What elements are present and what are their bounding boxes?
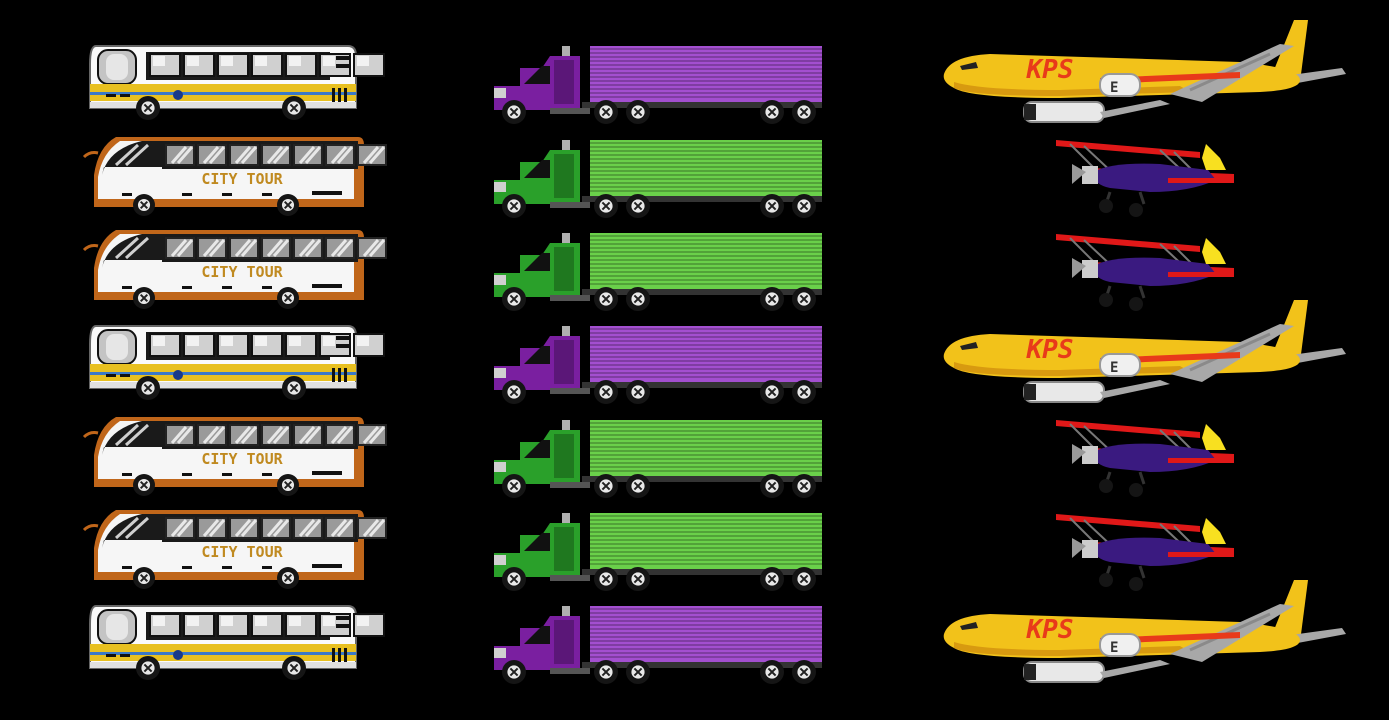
svg-text:E: E xyxy=(1110,80,1118,96)
wheel xyxy=(792,660,816,684)
svg-text:E: E xyxy=(1110,640,1118,656)
wheel xyxy=(594,100,618,124)
wheel xyxy=(792,287,816,311)
wheel xyxy=(792,567,816,591)
wheel xyxy=(792,380,816,404)
wheel xyxy=(760,567,784,591)
tour-bus-sprite: CITY TOUR xyxy=(82,135,387,216)
wheel xyxy=(502,194,526,218)
wheel xyxy=(594,660,618,684)
city-tour-label: CITY TOUR xyxy=(201,450,283,468)
wheel xyxy=(626,567,650,591)
city-bus-sprite xyxy=(86,42,385,120)
semi-truck-sprite xyxy=(490,322,822,406)
city-tour-label: CITY TOUR xyxy=(201,263,283,281)
wheel xyxy=(277,474,299,496)
wheel xyxy=(792,100,816,124)
wheel xyxy=(792,474,816,498)
wheel xyxy=(502,287,526,311)
tour-bus-sprite: CITY TOUR xyxy=(82,415,387,496)
wheel xyxy=(626,194,650,218)
wheel xyxy=(133,474,155,496)
wheel xyxy=(760,194,784,218)
biplane-sprite xyxy=(1050,416,1236,498)
wheel xyxy=(133,287,155,309)
wheel xyxy=(594,194,618,218)
wheel xyxy=(626,474,650,498)
wheel xyxy=(502,474,526,498)
wheel xyxy=(277,287,299,309)
wheel xyxy=(626,660,650,684)
wheel xyxy=(136,376,160,400)
semi-truck-sprite xyxy=(490,136,822,220)
wheel xyxy=(626,287,650,311)
wheel xyxy=(760,660,784,684)
wheel xyxy=(277,194,299,216)
wheel xyxy=(133,567,155,589)
wheel xyxy=(594,474,618,498)
wheel xyxy=(792,194,816,218)
wheel xyxy=(594,380,618,404)
wheel xyxy=(282,656,306,680)
wheel xyxy=(502,100,526,124)
city-bus-sprite xyxy=(86,322,385,400)
wheel xyxy=(133,194,155,216)
cargo-jet-sprite: KPS E xyxy=(940,298,1346,408)
city-tour-label: CITY TOUR xyxy=(201,543,283,561)
city-bus-sprite xyxy=(86,602,385,680)
cargo-jet-sprite: KPS E xyxy=(940,18,1346,128)
semi-truck-sprite xyxy=(490,602,822,686)
semi-truck-sprite xyxy=(490,509,822,593)
svg-text:E: E xyxy=(1110,360,1118,376)
wheel xyxy=(760,287,784,311)
wheel xyxy=(502,660,526,684)
cargo-jet-sprite: KPS E xyxy=(940,578,1346,688)
wheel xyxy=(594,287,618,311)
semi-truck-sprite xyxy=(490,229,822,313)
semi-truck-sprite xyxy=(490,416,822,500)
wheel xyxy=(760,380,784,404)
semi-truck-sprite xyxy=(490,42,822,126)
wheel xyxy=(136,96,160,120)
kps-livery-label: KPS xyxy=(1026,615,1074,645)
wheel xyxy=(502,567,526,591)
kps-livery-label: KPS xyxy=(1026,55,1074,85)
biplane-sprite xyxy=(1050,136,1236,218)
wheel xyxy=(282,96,306,120)
wheel xyxy=(277,567,299,589)
wheel xyxy=(760,100,784,124)
tour-bus-sprite: CITY TOUR xyxy=(82,508,387,589)
wheel xyxy=(626,380,650,404)
kps-livery-label: KPS xyxy=(1026,335,1074,365)
biplane-sprite xyxy=(1050,230,1236,312)
city-tour-label: CITY TOUR xyxy=(201,170,283,188)
tour-bus-sprite: CITY TOUR xyxy=(82,228,387,309)
biplane-sprite xyxy=(1050,510,1236,592)
wheel xyxy=(626,100,650,124)
wheel xyxy=(594,567,618,591)
wheel xyxy=(136,656,160,680)
wheel xyxy=(760,474,784,498)
wheel xyxy=(502,380,526,404)
wheel xyxy=(282,376,306,400)
